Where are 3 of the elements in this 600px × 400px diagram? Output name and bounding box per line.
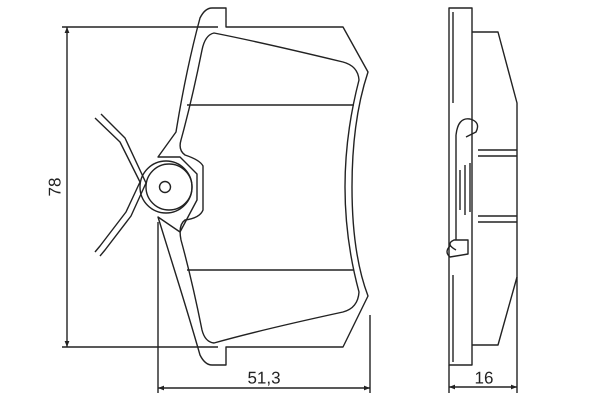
dimension-value: 16 bbox=[474, 370, 494, 386]
dimension-value: 78 bbox=[46, 178, 64, 196]
dimension-value: 51,3 bbox=[247, 370, 281, 386]
